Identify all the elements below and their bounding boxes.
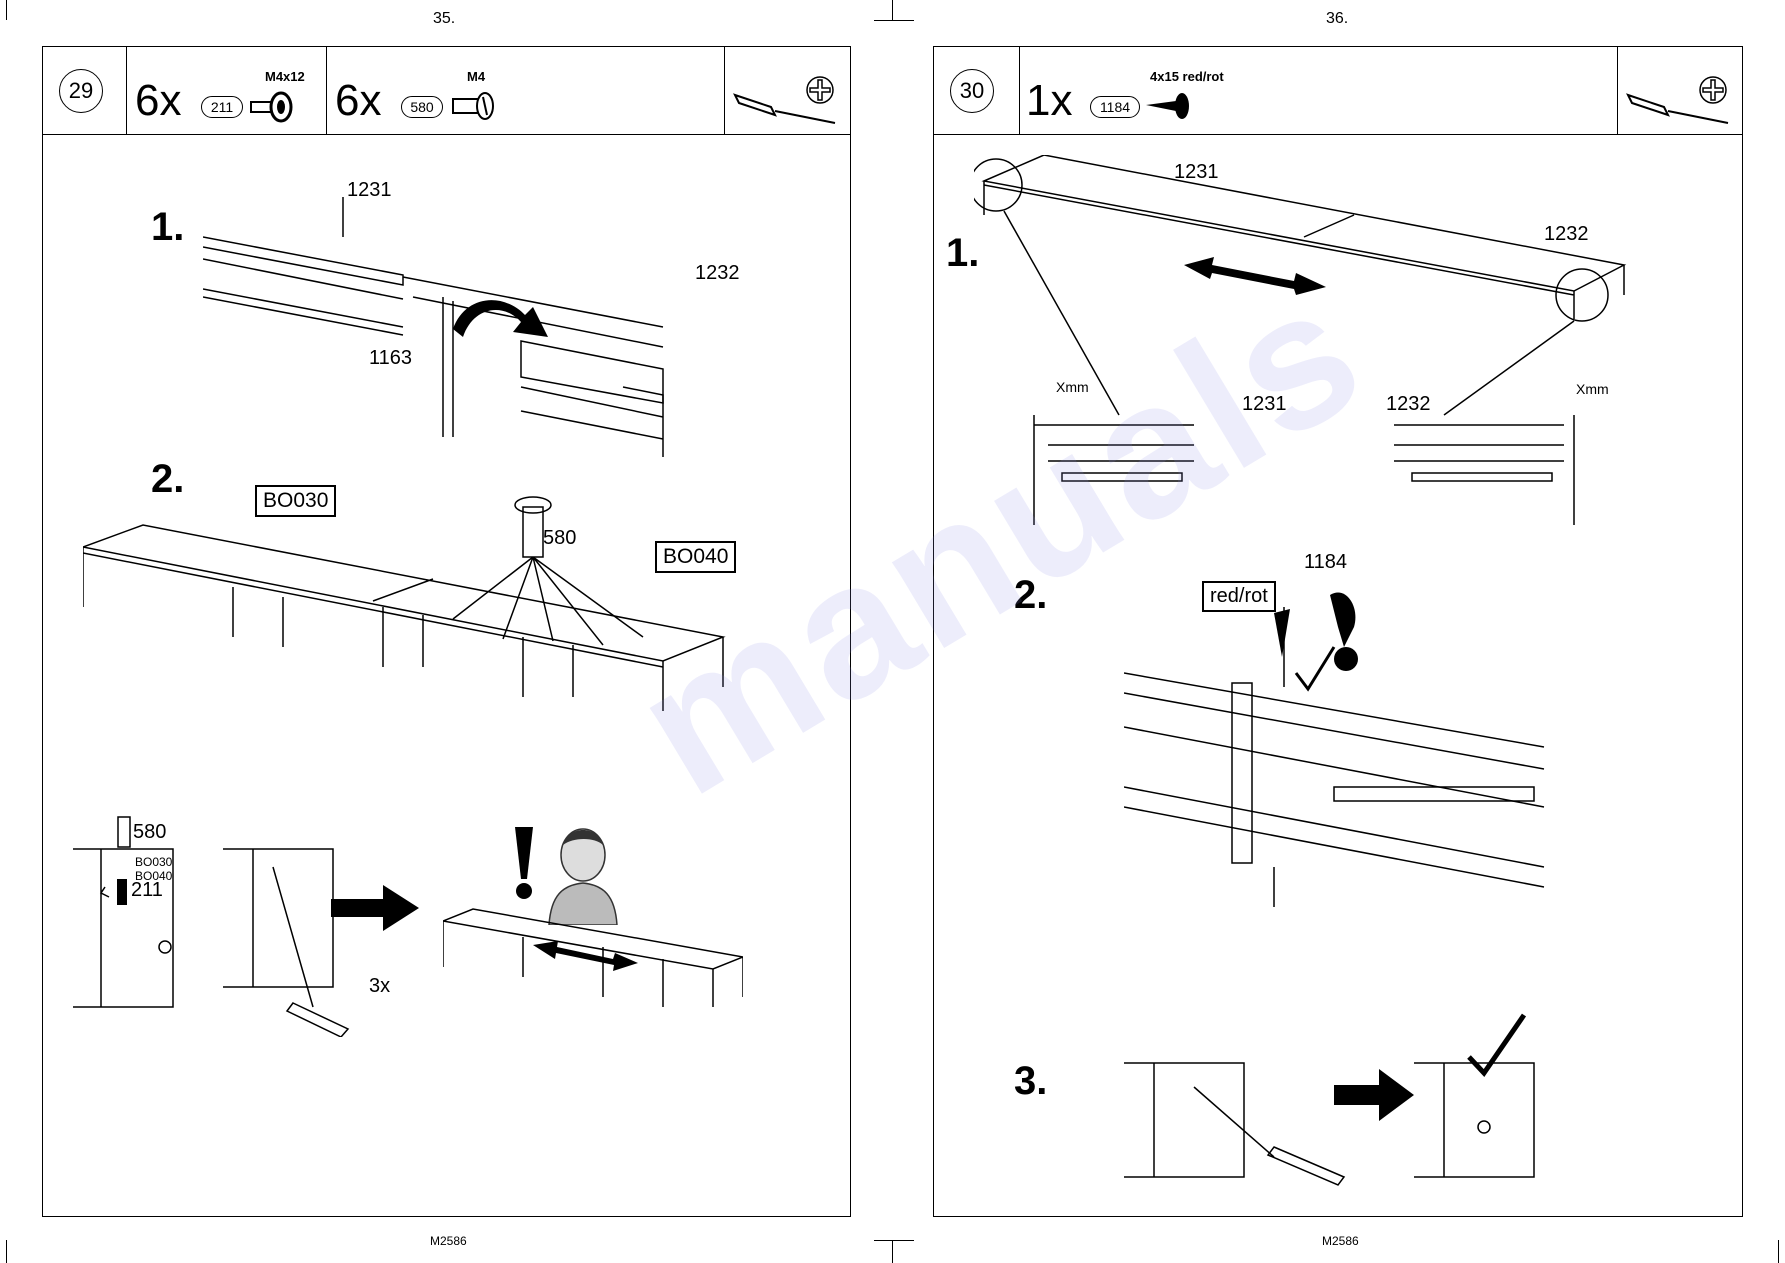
parts-header: 30 1x 1184 4x15 red/rot: [934, 47, 1742, 135]
label-bo040: BO040: [135, 869, 173, 883]
page-number: 36.: [1326, 10, 1349, 27]
part-number: 1184: [1090, 96, 1140, 118]
left-instruction-page: 29 6x 211 M4x12 6x 580 M4: [42, 46, 851, 1217]
part-label-580: 580: [133, 821, 167, 843]
substep-label: 2.: [1014, 573, 1048, 617]
part-label-1231: 1231: [347, 179, 392, 201]
page-number: 35.: [433, 10, 456, 27]
assembler-person-icon: [548, 828, 618, 925]
substep-label: 1.: [946, 231, 980, 275]
step-cell: 30: [934, 47, 1020, 134]
crop-mark: [1778, 1240, 1779, 1263]
box-label-bo040: BO040: [655, 541, 737, 573]
box-label-bo030: BO030: [255, 485, 337, 517]
substep-label: 3.: [1014, 1059, 1048, 1103]
screw-insertion-illustration: [1124, 592, 1545, 907]
wood-screw-icon: [1146, 93, 1189, 119]
rail-alignment-illustration: [974, 155, 1627, 525]
step-number: 29: [59, 69, 103, 113]
crop-mark: [874, 1240, 914, 1241]
step-cell: 29: [43, 47, 127, 134]
part-label-1231: 1231: [1174, 161, 1219, 183]
part-quantity: 6x: [135, 76, 182, 125]
assembled-top-illustration: [443, 908, 743, 1007]
screwdriver-icon: [1626, 93, 1729, 124]
part-quantity: 6x: [335, 76, 382, 125]
part-label-1184: 1184: [1304, 551, 1348, 573]
footer-code: M2586: [430, 1234, 467, 1248]
substep-label: 1.: [151, 205, 185, 249]
connector-sleeve-icon: [452, 92, 494, 120]
attention-exclamation-icon: [515, 827, 533, 899]
part-quantity: 1x: [1026, 76, 1073, 125]
part-spec: M4x12: [265, 69, 305, 84]
repeat-count: 3x: [369, 975, 391, 997]
part-spec: M4: [467, 69, 486, 84]
screwdriver-icon: [733, 93, 836, 124]
direction-arrow: [331, 885, 419, 931]
tightening-detail-illustration: [1124, 1013, 1535, 1186]
parts-header: 29 6x 211 M4x12 6x 580 M4: [43, 47, 850, 135]
bracket-detail-illustration: [73, 816, 350, 1037]
part-label-580: 580: [543, 527, 577, 549]
part-cell-211: 6x 211 M4x12: [127, 47, 327, 134]
part-label-1232: 1232: [1386, 393, 1431, 415]
part-label-211: 211: [131, 879, 163, 901]
crop-mark: [892, 0, 893, 20]
crop-mark: [6, 1240, 7, 1263]
rail-joint-illustration: [203, 197, 664, 457]
label-bo030: BO030: [135, 855, 173, 869]
part-spec: 4x15 red/rot: [1150, 69, 1224, 84]
crop-mark: [874, 20, 914, 21]
part-label-1232: 1232: [695, 262, 740, 284]
gap-label-right: Xmm: [1576, 381, 1609, 397]
part-label-1232: 1232: [1544, 223, 1589, 245]
phillips-icon: [806, 76, 834, 104]
part-cell-1184: 1x 1184 4x15 red/rot: [1020, 47, 1618, 134]
step-number: 30: [950, 69, 994, 113]
part-number: 211: [201, 96, 243, 118]
bolt-icon: [250, 91, 293, 123]
part-number: 580: [401, 96, 443, 118]
tool-cell: [1618, 47, 1742, 134]
part-cell-580: 6x 580 M4: [327, 47, 725, 134]
right-instruction-page: 30 1x 1184 4x15 red/rot 1. 1231 1232 123…: [933, 46, 1743, 1217]
part-label-1231: 1231: [1242, 393, 1287, 415]
substep-label: 2.: [151, 457, 185, 501]
footer-code: M2586: [1322, 1234, 1359, 1248]
crop-mark: [892, 1240, 893, 1263]
box-label-red-rot: red/rot: [1202, 581, 1276, 612]
part-label-1163: 1163: [369, 347, 413, 369]
wardrobe-top-illustration: [83, 496, 726, 711]
gap-label-left: Xmm: [1056, 379, 1089, 395]
phillips-icon: [1699, 76, 1727, 104]
tool-cell: [725, 47, 850, 134]
crop-mark: [6, 0, 7, 20]
